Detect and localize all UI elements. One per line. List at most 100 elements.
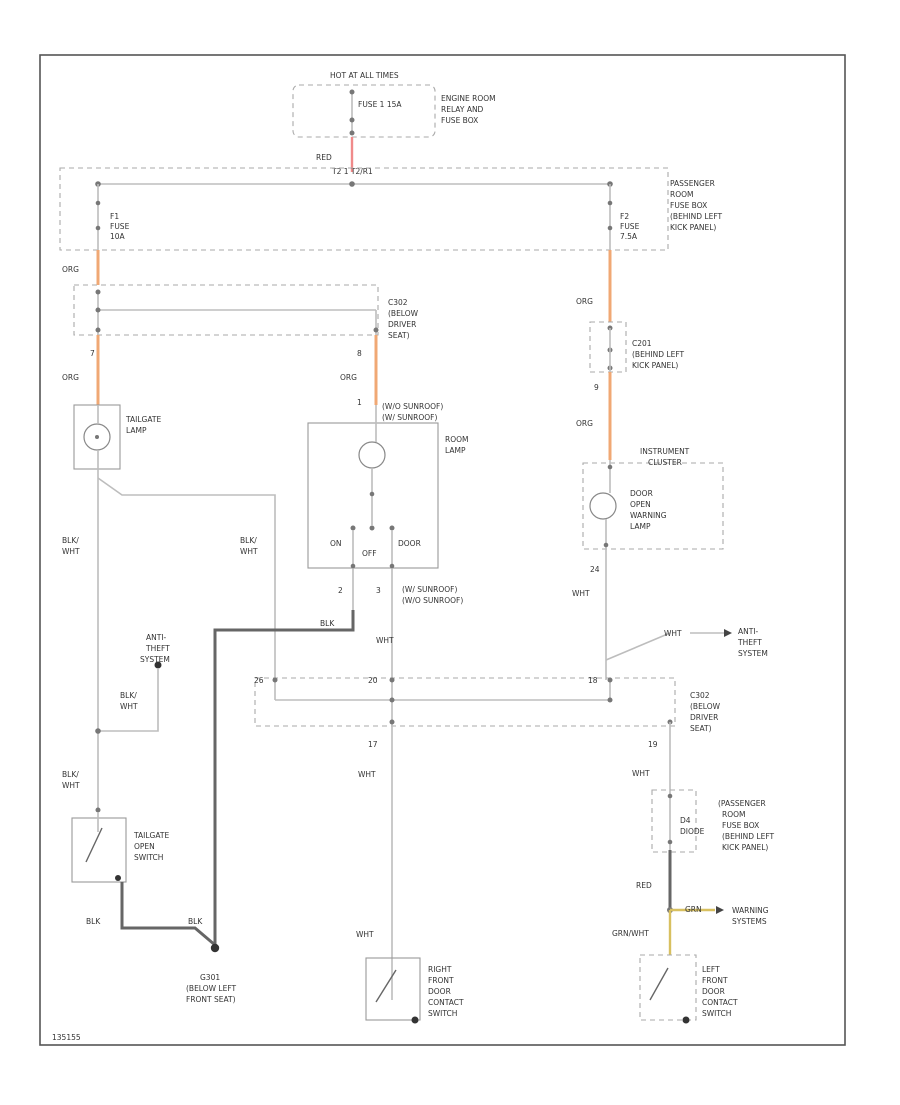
pin-19: 19 bbox=[648, 740, 658, 749]
wire-blk-label-1: BLK bbox=[320, 619, 335, 628]
rf-switch-contact-icon bbox=[375, 969, 397, 1003]
door-lamp-l3: WARNING bbox=[630, 511, 667, 520]
wire-wht-label-2: WHT bbox=[358, 770, 376, 779]
c302-top-box bbox=[73, 284, 379, 336]
pin-9: 9 bbox=[594, 383, 599, 392]
pass-box-top-l1: PASSENGER bbox=[670, 179, 715, 188]
pin-24: 24 bbox=[590, 565, 600, 574]
term-top-label: T2 1 T2/R1 bbox=[331, 167, 373, 176]
g301-l2: (BELOW LEFT bbox=[186, 984, 237, 993]
c201-l3: KICK PANEL) bbox=[632, 361, 678, 370]
tailgate-switch-box bbox=[71, 817, 127, 883]
pin-26: 26 bbox=[254, 676, 264, 685]
engine-box-l1: ENGINE ROOM bbox=[441, 94, 496, 103]
f2-l3: 7.5A bbox=[620, 232, 638, 241]
door-lamp-l2: OPEN bbox=[630, 500, 651, 509]
rf-switch-l2: FRONT bbox=[428, 976, 454, 985]
wire-blkwht-3a: BLK/ bbox=[120, 691, 137, 700]
anti-theft-l-l3: SYSTEM bbox=[140, 655, 170, 664]
door-lamp-l4: LAMP bbox=[630, 522, 651, 531]
wire-red-top-label: RED bbox=[316, 153, 332, 162]
wire-blkwht-2a: BLK/ bbox=[240, 536, 257, 545]
rf-switch-l4: CONTACT bbox=[428, 998, 464, 1007]
d4-l1: D4 bbox=[680, 816, 691, 825]
rf-switch-l1: RIGHT bbox=[428, 965, 452, 974]
room-note-top-1: (W/O SUNROOF) bbox=[382, 402, 443, 411]
room-sw-on: ON bbox=[330, 539, 342, 548]
wire-red-label-bot: RED bbox=[636, 881, 652, 890]
c302-top-l4: SEAT) bbox=[388, 331, 410, 340]
tailgate-lamp-box bbox=[73, 404, 121, 470]
tailgate-switch-contact-icon bbox=[85, 827, 103, 863]
wire-wht-label-r1: WHT bbox=[572, 589, 590, 598]
passenger-fuse-box-top bbox=[59, 167, 669, 251]
lf-switch-contact-icon bbox=[649, 967, 669, 1001]
pass-box-bot-l1: (PASSENGER bbox=[718, 799, 766, 808]
arrow-warning-icon bbox=[716, 906, 724, 914]
pin-2-room: 2 bbox=[338, 586, 343, 595]
wire-org-label-2: ORG bbox=[62, 373, 79, 382]
c201-box bbox=[589, 321, 627, 373]
tailgate-sw-l2: OPEN bbox=[134, 842, 155, 851]
rf-switch-box bbox=[365, 957, 421, 1021]
passenger-fuse-box-bot bbox=[651, 789, 697, 853]
c302-bot-l4: SEAT) bbox=[690, 724, 712, 733]
lf-switch-l1: LEFT bbox=[702, 965, 720, 974]
pass-box-top-l4: (BEHIND LEFT bbox=[670, 212, 723, 221]
pass-box-bot-l5: KICK PANEL) bbox=[722, 843, 768, 852]
c302-top-l1: C302 bbox=[388, 298, 408, 307]
ground-g301-icon bbox=[210, 943, 220, 953]
c302-top-l3: DRIVER bbox=[388, 320, 416, 329]
lf-switch-l5: SWITCH bbox=[702, 1009, 731, 1018]
wire-blkwht-4a: BLK/ bbox=[62, 770, 79, 779]
wire-wht-label-3: WHT bbox=[632, 769, 650, 778]
wire-org-label-1: ORG bbox=[62, 265, 79, 274]
fuse-main-label: FUSE 1 15A bbox=[358, 100, 402, 109]
pin-17: 17 bbox=[368, 740, 378, 749]
wire-org-label-3: ORG bbox=[340, 373, 357, 382]
room-note-bot-1: (W/ SUNROOF) bbox=[402, 585, 457, 594]
f2-l2: FUSE bbox=[620, 222, 640, 231]
lf-switch-l2: FRONT bbox=[702, 976, 728, 985]
f1-l1: F1 bbox=[110, 212, 119, 221]
c201-l1: C201 bbox=[632, 339, 652, 348]
anti-theft-l-l1: ANTI- bbox=[146, 633, 167, 642]
f1-l3: 10A bbox=[110, 232, 126, 241]
anti-theft-l-l2: THEFT bbox=[145, 644, 170, 653]
room-note-bot-2: (W/O SUNROOF) bbox=[402, 596, 463, 605]
pin-20: 20 bbox=[368, 676, 378, 685]
wire-grnwht-label: GRN/WHT bbox=[612, 929, 649, 938]
hot-at-label: HOT AT ALL TIMES bbox=[330, 71, 399, 80]
wire-blkwht-1a: BLK/ bbox=[62, 536, 79, 545]
room-sw-door: DOOR bbox=[398, 539, 421, 548]
wire-blkwht-1b: WHT bbox=[62, 547, 80, 556]
door-lamp-bulb-icon bbox=[589, 492, 617, 520]
diagram-code: 135155 bbox=[52, 1033, 81, 1042]
wire-blkwht-4b: WHT bbox=[62, 781, 80, 790]
room-lamp-l1: ROOM bbox=[445, 435, 469, 444]
anti-theft-l-pin-icon bbox=[154, 661, 162, 669]
pass-box-top-l5: KICK PANEL) bbox=[670, 223, 716, 232]
instr-cluster-l1: INSTRUMENT bbox=[640, 447, 690, 456]
c302-bot-l1: C302 bbox=[690, 691, 710, 700]
pin-8: 8 bbox=[357, 349, 362, 358]
engine-room-box bbox=[292, 84, 436, 138]
wire-wht-label-4: WHT bbox=[356, 930, 374, 939]
instrument-cluster-box bbox=[582, 462, 724, 550]
wire-blk-label-2: BLK bbox=[86, 917, 101, 926]
f2-l1: F2 bbox=[620, 212, 629, 221]
pin-3-room: 3 bbox=[376, 586, 381, 595]
wire-blkwht-2b: WHT bbox=[240, 547, 258, 556]
wire-blk-tailgate-ground bbox=[120, 882, 216, 947]
anti-theft-r-l3: SYSTEM bbox=[738, 649, 768, 658]
warning-l1: WARNING bbox=[732, 906, 769, 915]
pass-box-top-l2: ROOM bbox=[670, 190, 694, 199]
pass-box-bot-l3: FUSE BOX bbox=[722, 821, 759, 830]
wire-org-label-5: ORG bbox=[576, 419, 593, 428]
warning-l2: SYSTEMS bbox=[732, 917, 767, 926]
engine-box-l3: FUSE BOX bbox=[441, 116, 478, 125]
c302-bot-l2: (BELOW bbox=[690, 702, 721, 711]
tailgate-lamp-bulb-icon bbox=[83, 423, 111, 451]
